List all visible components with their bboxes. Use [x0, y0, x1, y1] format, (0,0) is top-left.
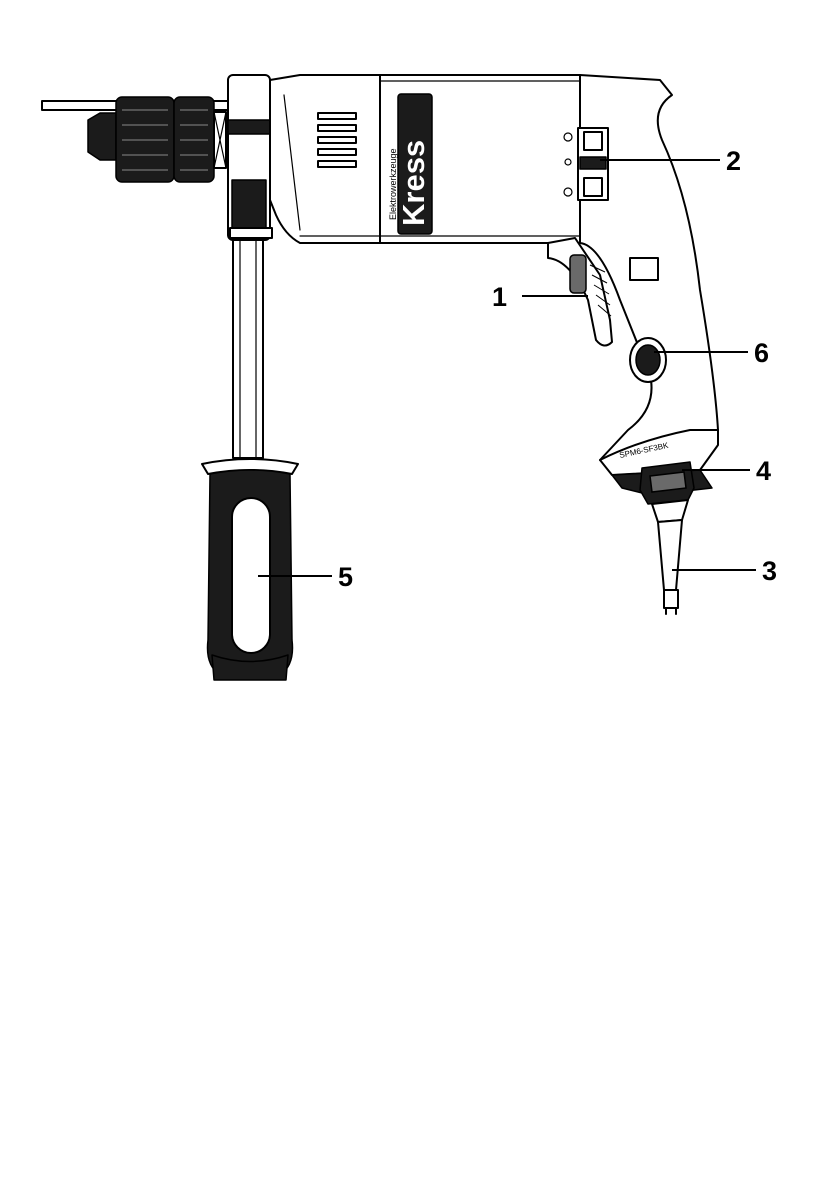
callout-5-label: 5 [338, 562, 353, 592]
callout-1-label: 1 [492, 282, 507, 312]
power-cord-icon [640, 462, 694, 614]
logo-text: Kress [396, 140, 431, 226]
callout-2-label: 2 [726, 146, 741, 176]
callout-3-label: 3 [762, 556, 777, 586]
callout-6-label: 6 [754, 338, 769, 368]
callout-4-label: 4 [756, 456, 771, 486]
logo-subtext: Elektrowerkzeuge [388, 148, 398, 220]
speed-dial-icon [630, 338, 666, 382]
